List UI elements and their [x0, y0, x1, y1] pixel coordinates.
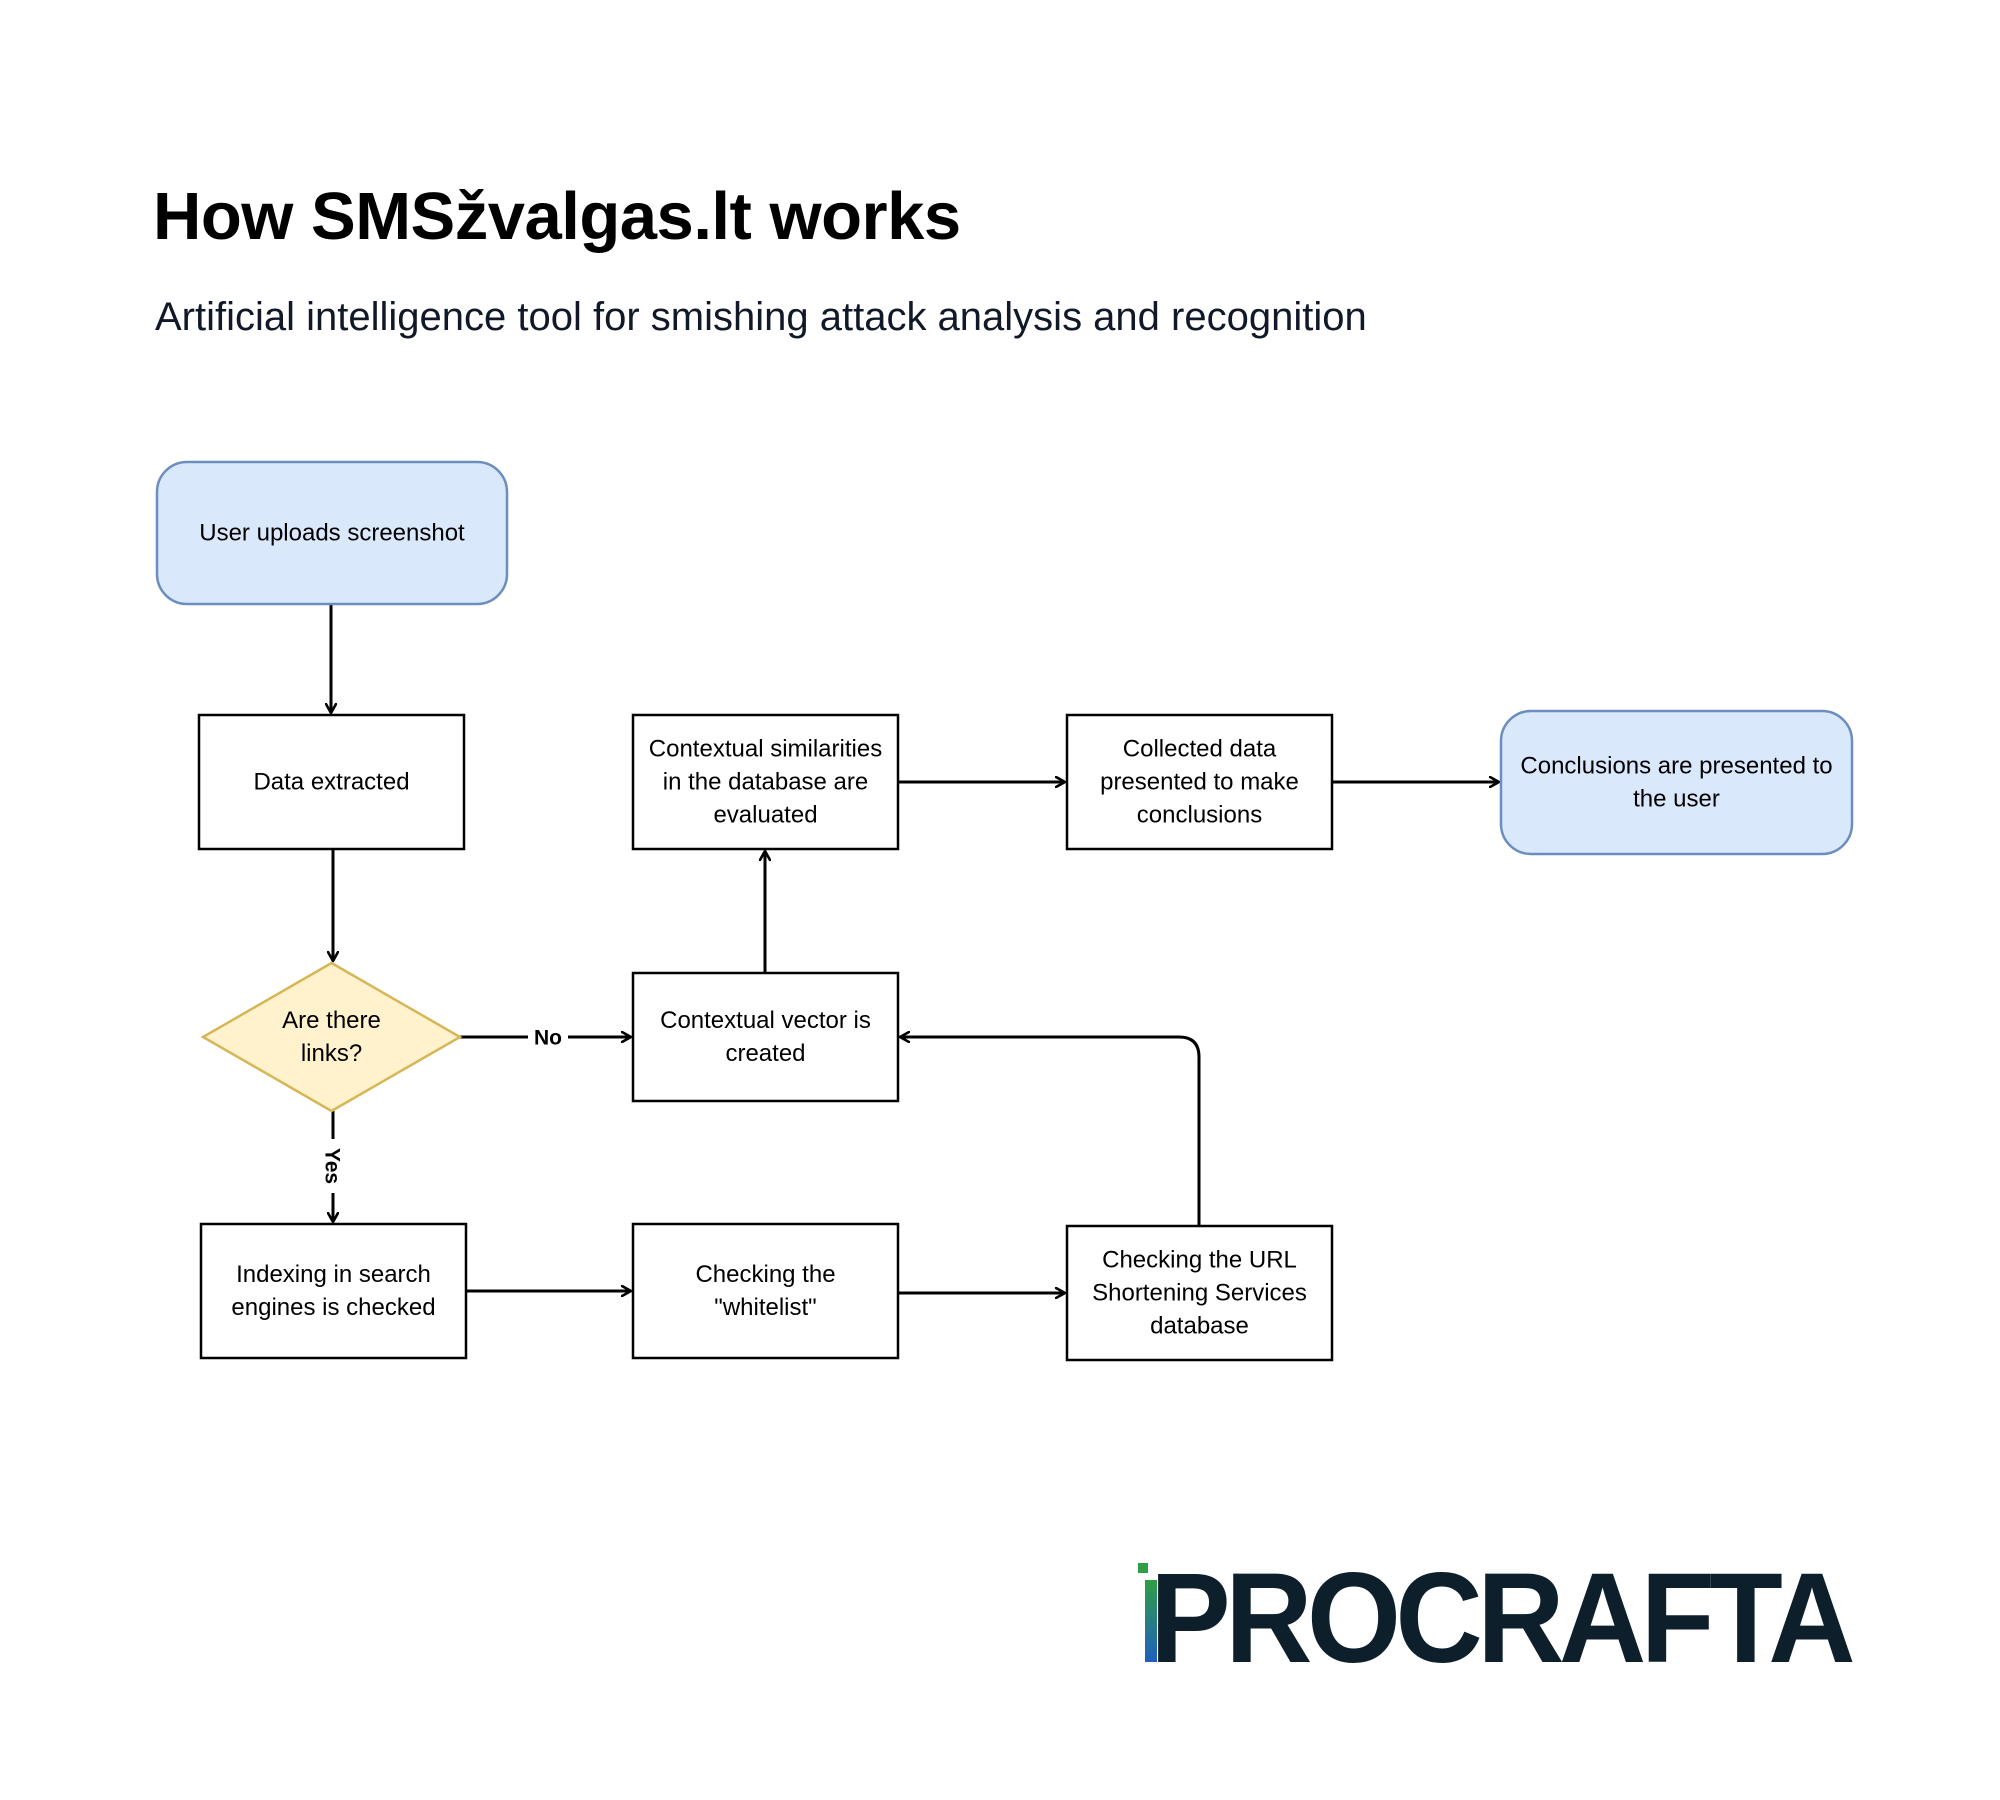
node-label-line: created	[725, 1040, 805, 1067]
logo-mark: PROCRAFTA	[1138, 1547, 1859, 1690]
node-label-line: User uploads screenshot	[199, 520, 465, 547]
node-label-line: Data extracted	[253, 769, 409, 796]
node-label-line: Shortening Services	[1092, 1280, 1307, 1307]
node-indexing: Indexing in search engines is checked	[199, 1222, 468, 1360]
node-shape-process	[631, 971, 900, 1103]
node-label-line: presented to make	[1100, 769, 1299, 796]
node-upload: User uploads screenshot	[155, 460, 509, 606]
node-label-line: in the database are	[663, 769, 869, 796]
edge-label-background	[528, 1024, 568, 1052]
arrow-url-to-vector	[900, 1037, 1201, 1226]
node-label-line: Indexing in search	[236, 1261, 431, 1288]
page-title: How SMSžvalgas.lt works	[153, 179, 961, 254]
node-label-line: Checking the	[695, 1261, 835, 1288]
node-shape-decision	[200, 961, 463, 1113]
node-similar: Contextual similarities in the database a…	[631, 713, 900, 851]
node-label-line: Contextual similarities	[649, 736, 882, 763]
node-shape-terminal	[155, 460, 509, 606]
edge-links-to-vector: No	[460, 1024, 631, 1052]
node-label-line: Are there	[282, 1007, 381, 1034]
node-label-line: engines is checked	[231, 1294, 435, 1321]
node-collected: Collected data presented to make conclusio…	[1065, 713, 1334, 851]
node-shape-process	[199, 1222, 468, 1360]
page-subtitle: Artificial intelligence tool for smishin…	[155, 295, 1367, 339]
node-url: Checking the URL Shortening Services datab…	[1065, 1224, 1334, 1362]
node-shape-process	[1065, 713, 1334, 851]
node-label-line: Collected data	[1123, 736, 1277, 763]
node-shape-process	[631, 1222, 900, 1360]
svg-text:PROCRAFTA: PROCRAFTA	[1150, 1547, 1853, 1675]
node-links: Are there links?	[200, 961, 463, 1113]
edge-label-background	[318, 1139, 346, 1193]
node-shape-process	[1065, 1224, 1334, 1362]
node-extract: Data extracted	[197, 713, 466, 851]
node-label-line: database	[1150, 1313, 1249, 1340]
node-label-line: Checking the URL	[1102, 1247, 1297, 1274]
node-label-line: links?	[301, 1040, 362, 1067]
node-label-line: conclusions	[1137, 802, 1262, 829]
procrafta-logo: PROCRAFTA	[1130, 1545, 1870, 1690]
node-shape-process	[631, 713, 900, 851]
node-shape-terminal	[1499, 709, 1854, 856]
node-label-line: evaluated	[713, 802, 817, 829]
node-conclusions: Conclusions are presented to the user	[1499, 709, 1854, 856]
node-whitelist: Checking the "whitelist"	[631, 1222, 900, 1360]
edge-label-yes: Yes	[321, 1148, 344, 1184]
node-label-line: Conclusions are presented to	[1520, 753, 1832, 780]
node-label-line: the user	[1633, 786, 1720, 813]
node-label-line: "whitelist"	[714, 1294, 816, 1321]
node-vector: Contextual vector is created	[631, 971, 900, 1103]
edge-label-no: No	[534, 1027, 562, 1050]
edge-links-to-indexing: Yes	[318, 1111, 346, 1222]
node-shape-process	[197, 713, 466, 851]
edge-url-to-vector	[900, 1037, 1201, 1226]
node-label-line: Contextual vector is	[660, 1007, 871, 1034]
